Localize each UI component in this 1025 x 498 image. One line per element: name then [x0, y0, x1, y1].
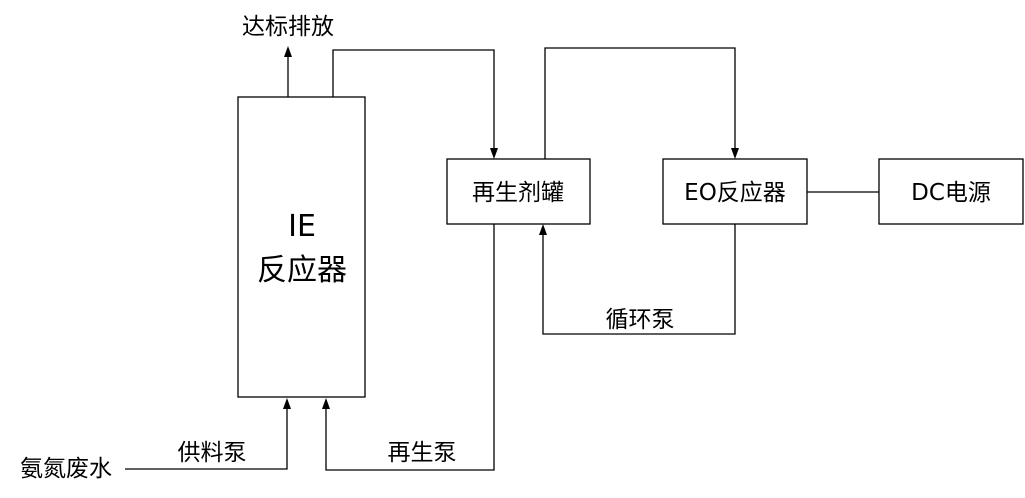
ie-reactor-label-1: IE — [288, 209, 316, 244]
ie-to-regen-line — [332, 49, 495, 150]
regen-to-eo-line — [544, 47, 736, 159]
regen-return-arrowhead — [322, 398, 330, 409]
feed-pump-label: 供料泵 — [178, 440, 247, 466]
regen-tank-box[interactable] — [446, 158, 591, 225]
ie-reactor-box[interactable] — [237, 96, 366, 398]
wastewater-label: 氨氮废水 — [20, 456, 112, 482]
regen-return-line — [325, 224, 495, 471]
feed-arrowhead — [283, 398, 291, 409]
dc-power-box[interactable] — [878, 158, 1024, 225]
feed-line — [125, 408, 288, 470]
regen-to-eo-arrowhead — [731, 148, 739, 159]
circulation-pump-label: 循环泵 — [606, 307, 675, 333]
regen-tank-label: 再生剂罐 — [472, 180, 564, 206]
ie-reactor-label-2: 反应器 — [257, 253, 347, 288]
discharge-label: 达标排放 — [242, 14, 334, 40]
ie-to-regen-arrowhead — [490, 148, 498, 159]
eo-reactor-box[interactable] — [662, 158, 808, 225]
discharge-arrowhead — [284, 46, 292, 57]
regen-pump-label: 再生泵 — [388, 440, 457, 466]
eo-reactor-label: EO反应器 — [684, 180, 786, 206]
dc-power-label: DC电源 — [911, 180, 991, 206]
circulation-line — [542, 224, 736, 335]
circulation-arrowhead — [539, 224, 547, 235]
